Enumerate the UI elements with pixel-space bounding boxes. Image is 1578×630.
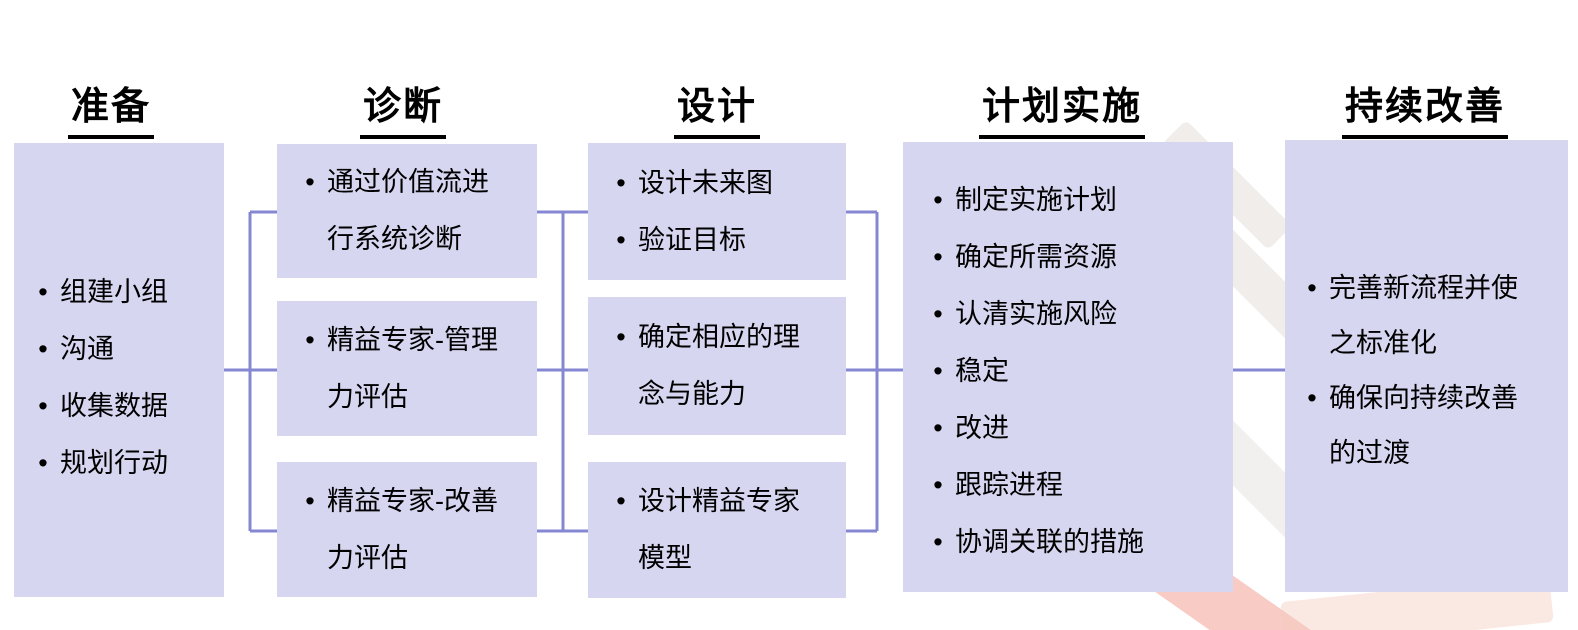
list-item: • 精益专家-管理力评估	[293, 312, 537, 426]
item-text: 跟踪进程	[955, 469, 1063, 500]
list-item: • 协调关联的措施	[921, 514, 1233, 571]
item-text: 验证目标	[638, 224, 746, 255]
bullet-icon: •	[38, 334, 48, 364]
bullet-icon: •	[933, 241, 943, 272]
list-item: • 完善新流程并使之标准化	[1295, 261, 1568, 371]
list-item: • 收集数据	[26, 378, 224, 435]
bullet-icon: •	[933, 184, 943, 215]
bullet-icon: •	[1307, 383, 1317, 413]
bullet-icon: •	[1307, 273, 1317, 303]
list-item: • 设计未来图	[604, 155, 846, 212]
list-item: • 确定所需资源	[921, 229, 1233, 286]
item-text: 协调关联的措施	[955, 526, 1144, 557]
bullet-icon: •	[616, 486, 626, 516]
list-item: • 组建小组	[26, 264, 224, 321]
item-text: 改进	[955, 412, 1009, 443]
implementation-box: • 制定实施计划 • 确定所需资源 • 认清实施风险 • 稳定 • 改进 • 跟…	[903, 142, 1233, 592]
item-text: 规划行动	[60, 448, 168, 478]
bullet-icon: •	[38, 448, 48, 478]
preparation-box: • 组建小组 • 沟通 • 收集数据 • 规划行动	[14, 143, 224, 597]
list-item: • 设计精益专家模型	[604, 473, 846, 587]
list-item: • 跟踪进程	[921, 457, 1233, 514]
bullet-icon: •	[38, 391, 48, 421]
item-text: 精益专家-改善力评估	[327, 485, 498, 573]
item-text: 沟通	[60, 334, 114, 364]
bullet-icon: •	[933, 412, 943, 443]
design-box-2: • 确定相应的理念与能力	[588, 297, 846, 435]
bullet-icon: •	[616, 224, 626, 255]
item-text: 组建小组	[60, 277, 168, 307]
list-item: • 规划行动	[26, 435, 224, 492]
item-text: 认清实施风险	[955, 298, 1117, 329]
bullet-icon: •	[305, 324, 315, 355]
diagnosis-box-3: • 精益专家-改善力评估	[277, 462, 537, 597]
list-item: • 确保向持续改善的过渡	[1295, 371, 1568, 481]
item-text: 确保向持续改善的过渡	[1329, 383, 1518, 468]
item-text: 通过价值流进行系统诊断	[327, 167, 489, 254]
bullet-icon: •	[933, 526, 943, 557]
item-text: 完善新流程并使之标准化	[1329, 273, 1518, 358]
item-text: 制定实施计划	[955, 184, 1117, 215]
list-item: • 制定实施计划	[921, 172, 1233, 229]
phase-title-preparation: 准备	[67, 75, 155, 139]
bullet-icon: •	[933, 469, 943, 500]
design-box-3: • 设计精益专家模型	[588, 462, 846, 598]
bullet-icon: •	[305, 167, 315, 197]
item-text: 精益专家-管理力评估	[327, 324, 498, 412]
bullet-icon: •	[305, 485, 315, 516]
item-text: 设计未来图	[638, 167, 773, 198]
phase-title-design: 设计	[673, 75, 761, 139]
bullet-icon: •	[933, 298, 943, 329]
list-item: • 稳定	[921, 343, 1233, 400]
bullet-icon: •	[933, 355, 943, 386]
list-item: • 认清实施风险	[921, 286, 1233, 343]
item-text: 收集数据	[60, 391, 168, 421]
item-text: 确定所需资源	[955, 241, 1117, 272]
bullet-icon: •	[38, 277, 48, 307]
list-item: • 验证目标	[604, 212, 846, 269]
bullet-icon: •	[616, 167, 626, 198]
diagnosis-box-2: • 精益专家-管理力评估	[277, 301, 537, 436]
list-item: • 精益专家-改善力评估	[293, 473, 537, 587]
list-item: • 通过价值流进行系统诊断	[293, 154, 537, 268]
continuous-improvement-box: • 完善新流程并使之标准化 • 确保向持续改善的过渡	[1285, 140, 1568, 592]
list-item: • 沟通	[26, 321, 224, 378]
phase-title-diagnosis: 诊断	[359, 75, 447, 139]
item-text: 稳定	[955, 355, 1009, 386]
diagnosis-box-1: • 通过价值流进行系统诊断	[277, 144, 537, 278]
phase-title-implementation: 计划实施	[978, 75, 1146, 139]
phase-title-continuous-improvement: 持续改善	[1341, 75, 1509, 139]
list-item: • 确定相应的理念与能力	[604, 309, 846, 423]
item-text: 确定相应的理念与能力	[638, 322, 800, 409]
list-item: • 改进	[921, 400, 1233, 457]
bullet-icon: •	[616, 322, 626, 352]
item-text: 设计精益专家模型	[638, 486, 800, 573]
design-box-1: • 设计未来图 • 验证目标	[588, 143, 846, 280]
